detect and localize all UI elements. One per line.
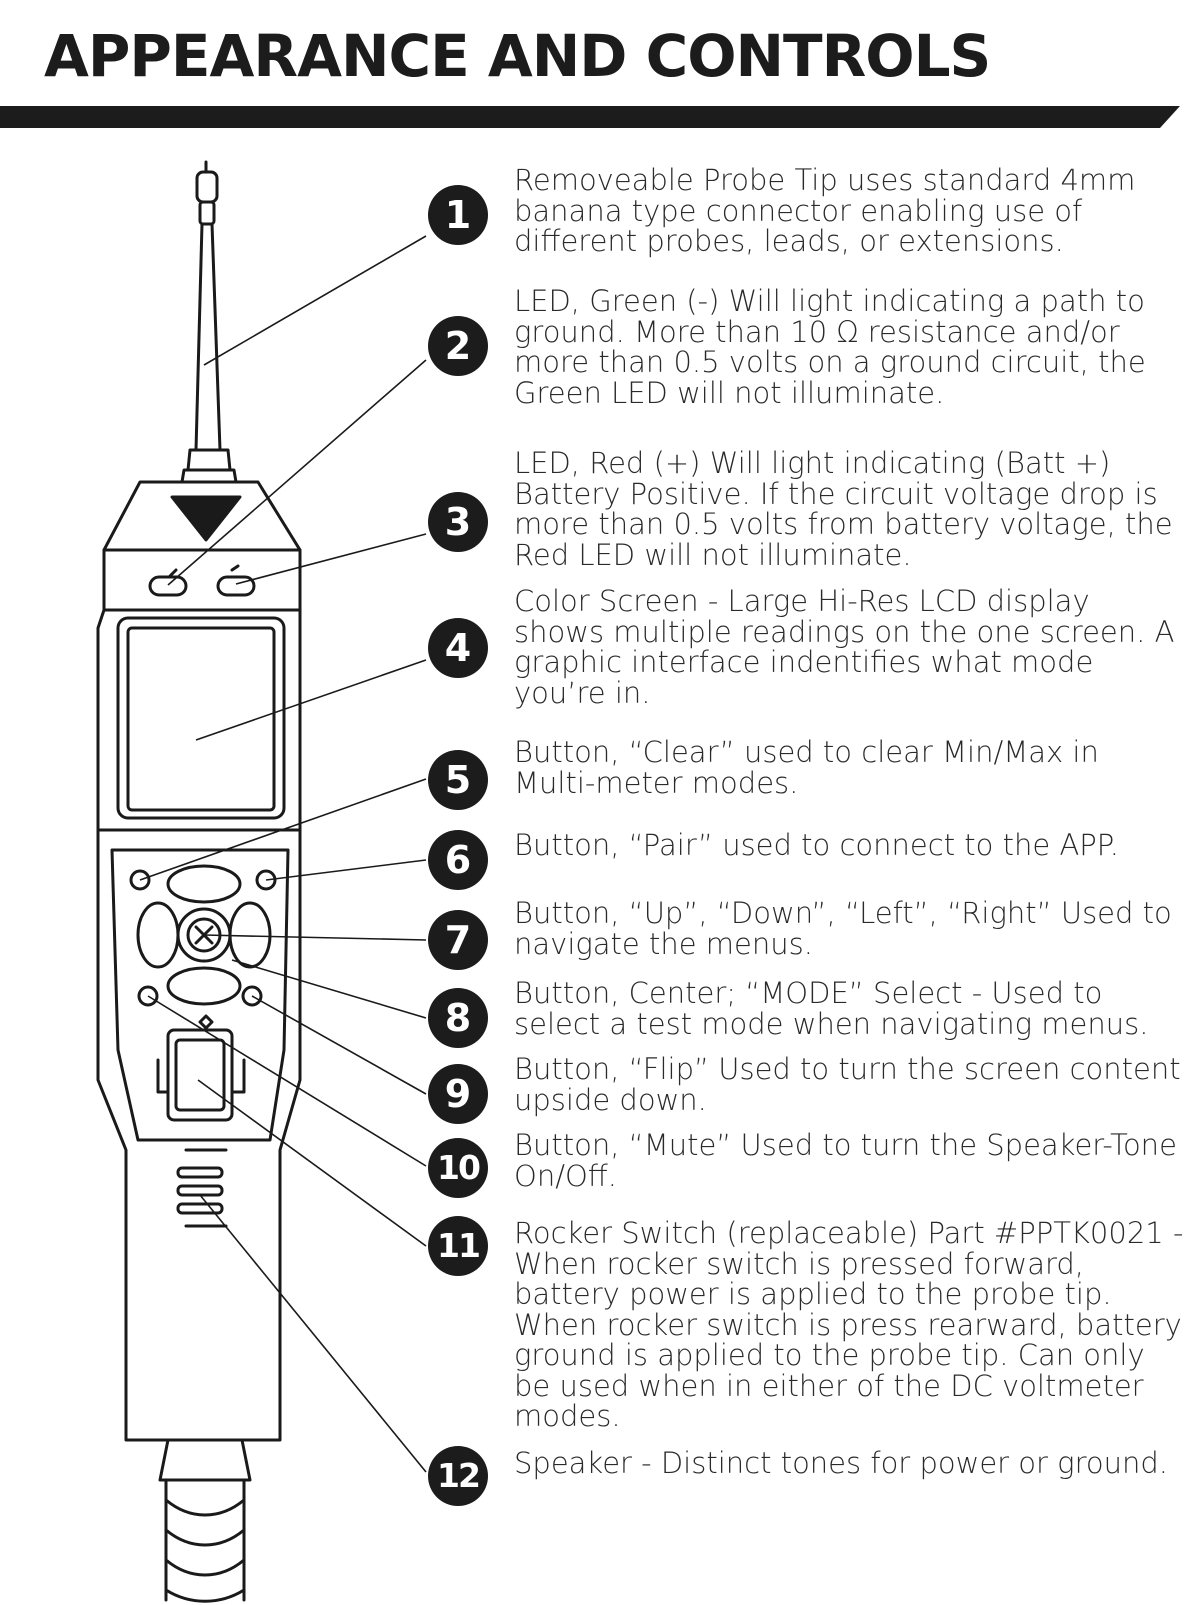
probe-cord [158,1438,252,1603]
callout-text: Button, “Mute” Used to turn the Speaker-… [514,1128,1177,1193]
number-badge: 9 [428,1064,488,1124]
number-badge: 5 [428,750,488,810]
probe-head [102,480,302,612]
pair-button [255,869,277,891]
callout-text: Button, “Up”, “Down”, “Left”, “Right” Us… [514,896,1172,961]
number-badge: 7 [428,910,488,970]
callout-text: Button, Center; “MODE” Select - Used to … [514,976,1149,1041]
number-badge: 6 [428,830,488,890]
green-led-icon [148,575,188,597]
number-badge: 11 [428,1216,488,1276]
title-underline-bar [0,106,1180,128]
screen-housing [96,608,302,832]
up-button [166,864,242,904]
callout-text: Speaker - Distinct tones for power or gr… [514,1446,1169,1480]
callout-text: Removeable Probe Tip uses standard 4mm b… [514,163,1136,258]
flip-button [137,985,159,1007]
down-button [166,966,242,1006]
number-badge: 12 [428,1446,488,1506]
callout-text: LED, Green (-) Will light indicating a p… [514,284,1146,410]
clear-button [129,869,151,891]
speaker-grille [176,1166,224,1179]
callout-text: Color Screen - Large Hi-Res LCD display … [514,584,1175,710]
rocker-switch [166,1028,234,1122]
callout-text: Rocker Switch (replaceable) Part #PPTK00… [514,1216,1184,1433]
callout-text: LED, Red (+) Will light indicating (Batt… [514,446,1173,572]
mute-button [241,985,263,1007]
number-badge: 8 [428,988,488,1048]
number-badge: 3 [428,492,488,552]
number-badge: 2 [428,316,488,376]
red-led-icon [216,575,256,597]
number-badge: 1 [428,185,488,245]
callout-text: Button, “Flip” Used to turn the screen c… [514,1052,1181,1117]
probe-tip [180,160,238,484]
left-button [136,901,180,969]
lcd-screen [126,626,276,812]
leader-lines [139,235,427,1473]
page-title: APPEARANCE AND CONTROLS [44,22,991,90]
number-badge: 4 [428,618,488,678]
probe-body [96,828,302,1442]
callout-text: Button, “Pair” used to connect to the AP… [514,828,1119,862]
number-badge: 10 [428,1138,488,1198]
callout-text: Button, “Clear” used to clear Min/Max in… [514,735,1099,800]
